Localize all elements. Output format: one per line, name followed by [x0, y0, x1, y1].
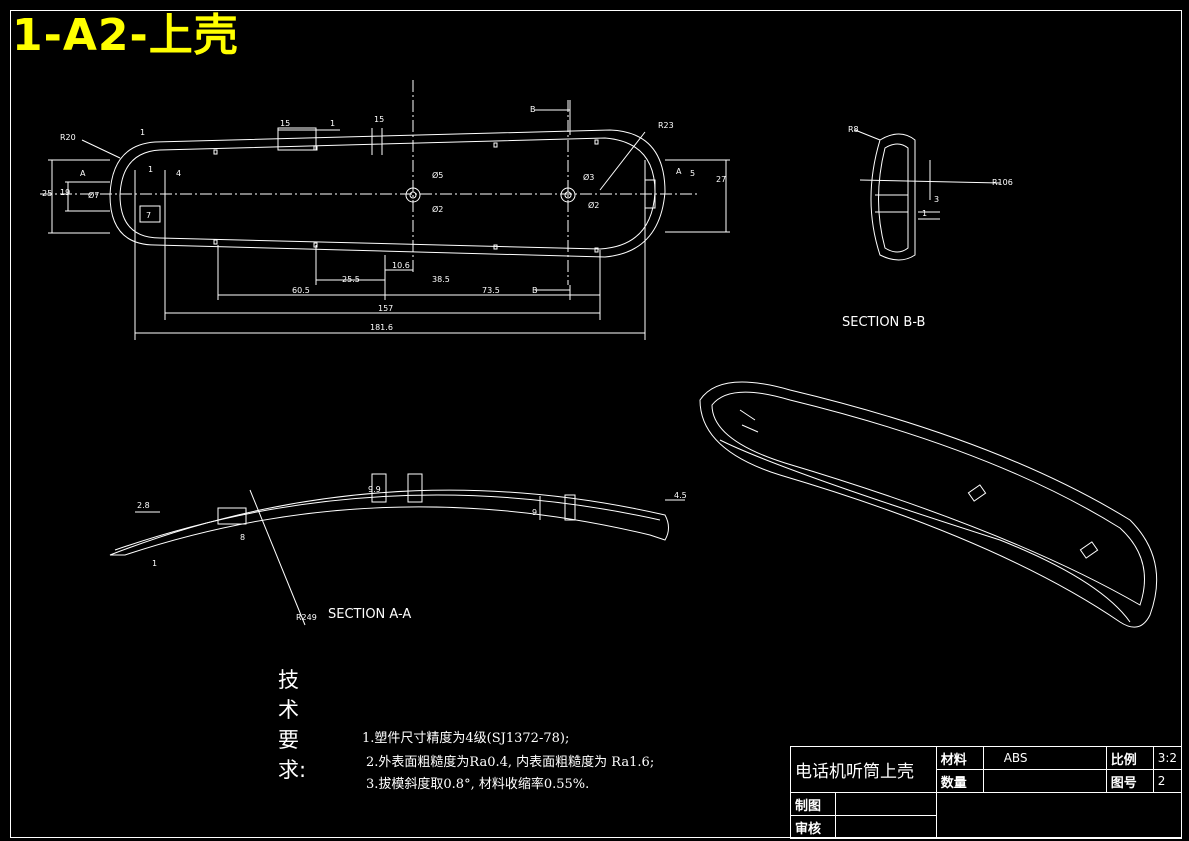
title-block: 电话机听筒上壳 材料 ABS 比例 3:2 数量 图号 2 制图 审核	[790, 746, 1183, 839]
section-aa-view	[109, 473, 685, 626]
notes-heading: 技术要求:	[278, 668, 307, 782]
drawing-no-label: 图号	[1105, 769, 1154, 793]
dim-5: 5	[690, 169, 695, 178]
dim-1e: 1	[152, 559, 157, 568]
checked-by-label: 审核	[790, 815, 836, 839]
dim-15b: 15	[374, 115, 384, 124]
dim-157: 157	[378, 304, 393, 313]
dim-4-5: 4.5	[674, 491, 687, 500]
dim-1a: 1	[140, 128, 145, 137]
dim-9-9: 9.9	[368, 485, 381, 494]
dim-1b: 1	[330, 119, 335, 128]
top-view	[40, 80, 730, 340]
dim-8a: 8	[240, 533, 245, 542]
drawing-no-value: 2	[1152, 769, 1183, 793]
dim-38-5: 38.5	[432, 275, 450, 284]
dim-a-left: A	[80, 169, 86, 178]
material-value: ABS	[982, 746, 1107, 770]
dim-4: 4	[176, 169, 181, 178]
checked-by-value	[835, 815, 937, 839]
section-bb-label: SECTION B-B	[842, 315, 925, 330]
dim-r249: R249	[296, 613, 317, 622]
note-item: 1.塑件尺寸精度为4级(SJ1372-78);	[362, 731, 570, 746]
note-item: 3.拔模斜度取0.8°, 材料收缩率0.55%.	[366, 777, 590, 792]
section-aa-text: 2.8 8 9.9 4.5 9 1 R249 SECTION A-A	[137, 485, 687, 622]
dim-phi5: Ø5	[432, 170, 443, 180]
dim-25: 25	[42, 189, 52, 198]
scale-value: 3:2	[1152, 746, 1183, 770]
dim-19: 19	[60, 188, 70, 197]
dim-r8: R8	[848, 125, 859, 134]
dim-3: 3	[934, 195, 939, 204]
dim-phi3: Ø3	[583, 172, 594, 182]
dim-b-bottom: B	[532, 286, 538, 295]
dim-9b: 9	[532, 508, 537, 517]
dim-73-5: 73.5	[482, 286, 500, 295]
dim-phi2a: Ø2	[432, 204, 443, 214]
section-aa-label: SECTION A-A	[328, 607, 411, 622]
drawn-by-label: 制图	[790, 792, 836, 816]
dim-1c: 1	[148, 165, 153, 174]
dim-10-6: 10.6	[392, 261, 410, 270]
section-bb-text: R8 R106 3 1 SECTION B-B	[842, 125, 1013, 330]
part-name: 电话机听筒上壳	[790, 746, 937, 793]
section-bb-view	[854, 129, 1001, 261]
dim-r20: R20	[60, 133, 76, 142]
note-item: 2.外表面粗糙度为Ra0.4, 内表面粗糙度为 Ra1.6;	[366, 755, 655, 770]
dim-181: 181.6	[370, 323, 393, 332]
drawn-by-value	[835, 792, 937, 816]
dim-r23: R23	[658, 121, 674, 130]
dim-7: 7	[146, 211, 151, 220]
dim-1d: 1	[922, 209, 927, 218]
dim-27: 27	[716, 175, 726, 184]
dim-2-8: 2.8	[137, 501, 150, 510]
drawing-frame	[10, 10, 1182, 838]
title-block-blank	[935, 792, 1183, 839]
quantity-value	[982, 769, 1107, 793]
quantity-label: 数量	[935, 769, 984, 793]
dim-60-5: 60.5	[292, 286, 310, 295]
dim-phi2b: Ø2	[588, 200, 599, 210]
material-label: 材料	[935, 746, 984, 770]
dim-phi7: Ø7	[88, 190, 99, 200]
dim-25-5: 25.5	[342, 275, 360, 284]
dim-r106: R106	[992, 178, 1013, 187]
scale-label: 比例	[1105, 746, 1154, 770]
dim-15a: 15	[280, 119, 290, 128]
isometric-view	[699, 381, 1158, 628]
dim-b-top: B	[530, 105, 536, 114]
dim-a-right: A	[676, 167, 682, 176]
top-view-dimension-text: R20 1 15 1 15 B R23 25 19 Ø7 A 1 4 7 Ø5 …	[42, 105, 726, 332]
drawing-title: 1-A2-上壳	[12, 10, 239, 61]
